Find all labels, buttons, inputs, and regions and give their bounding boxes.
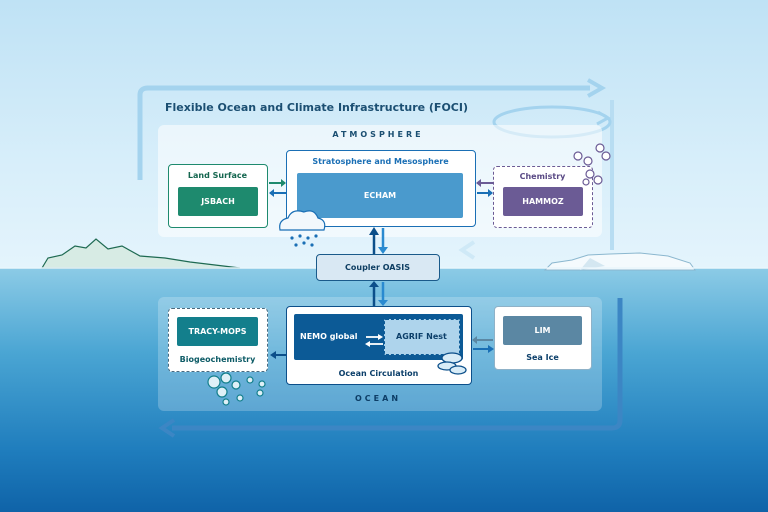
plankton-icon	[207, 372, 266, 406]
agrif-nest-block: AGRIF Nest	[384, 319, 460, 355]
lim-model: LIM	[503, 316, 582, 345]
molecules-icon	[573, 143, 611, 186]
biogeochemistry-caption: Biogeochemistry	[179, 355, 256, 364]
hammoz-model: HAMMOZ	[503, 187, 583, 216]
atmosphere-label: ATMOSPHERE	[332, 130, 424, 139]
atmosphere-circulation-arrow	[137, 78, 614, 260]
rain-cloud-icon	[279, 210, 326, 247]
sea-ice-box: LIM Sea Ice	[494, 306, 592, 370]
chemistry-box: Chemistry HAMMOZ	[493, 166, 593, 228]
eddy-icon	[437, 352, 467, 375]
nemo-agrif-exchange-arrow	[365, 334, 383, 347]
ocean-circulation-caption: Ocean Circulation	[338, 369, 419, 378]
agrif-nest-label: AGRIF Nest	[396, 332, 447, 341]
chemistry-heading: Chemistry	[519, 172, 566, 181]
chemistry-echam-exchange-arrow	[476, 179, 493, 197]
biogeochemistry-box: TRACY-MOPS Biogeochemistry	[168, 308, 268, 372]
iceberg	[543, 252, 696, 271]
echam-coupler-exchange-arrow	[369, 227, 388, 254]
ocean-circulation-box: NEMO global AGRIF Nest Ocean Circulation	[286, 306, 472, 385]
stratosphere-heading: Stratosphere and Mesosphere	[312, 157, 449, 166]
nemo-sea-ice-exchange-arrow	[472, 336, 494, 353]
diagram-title: Flexible Ocean and Climate Infrastructur…	[165, 101, 468, 114]
ocean-label: OCEAN	[354, 394, 402, 403]
land-surface-heading: Land Surface	[187, 171, 248, 180]
coupler-nemo-exchange-arrow	[369, 281, 388, 306]
jsbach-model: JSBACH	[178, 187, 258, 216]
stratosphere-box: Stratosphere and Mesosphere ECHAM	[286, 150, 476, 227]
coupler-box: Coupler OASIS	[316, 254, 440, 281]
land-echam-exchange-arrow	[269, 179, 286, 197]
ocean-circulation-arrow	[158, 281, 623, 438]
sea-ice-caption: Sea Ice	[526, 353, 559, 362]
coupler-label: Coupler OASIS	[345, 263, 410, 272]
land-mountains	[40, 238, 241, 269]
tracy-mops-model: TRACY-MOPS	[177, 317, 258, 346]
nemo-biogeochemistry-arrow	[270, 351, 286, 359]
land-surface-box: Land Surface JSBACH	[168, 164, 268, 228]
echam-model: ECHAM	[297, 173, 463, 218]
nemo-global-label: NEMO global	[300, 332, 358, 341]
